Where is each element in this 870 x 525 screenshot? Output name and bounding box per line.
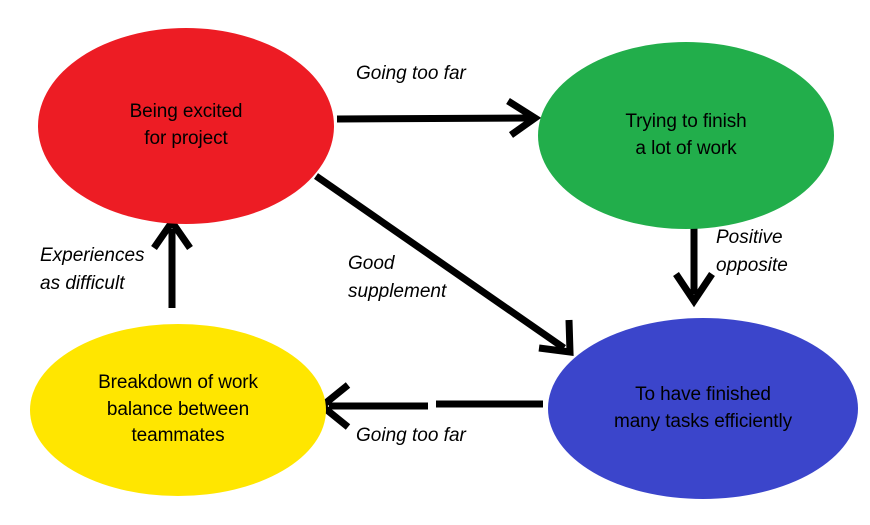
edge-label-yellow-to-red: Experiences as difficult — [40, 245, 145, 294]
node-label-blue: To have finished many tasks efficiently — [613, 383, 793, 432]
edge-label-blue-to-yellow: Going too far — [356, 425, 466, 446]
node-being-excited-for-project[interactable]: Being excited for project — [38, 28, 334, 224]
node-to-have-finished-many-tasks[interactable]: To have finished many tasks efficiently — [548, 318, 858, 499]
node-label-red: Being excited for project — [129, 101, 243, 149]
node-label-green: Trying to finish a lot of work — [625, 110, 747, 159]
arrow-green-to-blue — [673, 221, 715, 308]
arrow-yellow-to-red — [151, 215, 193, 308]
arrow-blue-to-yellow — [316, 382, 543, 430]
edge-label-green-to-blue: Positive opposite — [716, 227, 788, 276]
edge-label-red-to-blue: Good supplement — [348, 253, 447, 302]
node-label-yellow: Breakdown of work balance between teamma… — [98, 371, 258, 447]
node-breakdown-of-work-balance[interactable]: Breakdown of work balance between teamma… — [30, 324, 326, 496]
node-trying-to-finish-a-lot-of-work[interactable]: Trying to finish a lot of work — [538, 42, 834, 229]
edge-label-red-to-green: Going too far — [356, 63, 466, 84]
arrow-red-to-green — [336, 98, 542, 138]
